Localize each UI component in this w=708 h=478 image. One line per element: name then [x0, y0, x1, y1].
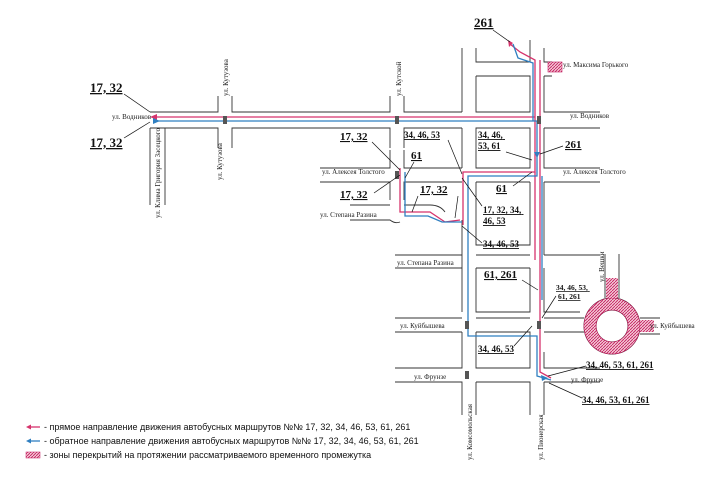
street-kutuzova-bottom: ул. Кутузова — [216, 142, 224, 180]
route-labels: 261 17, 32 17, 32 17, 32 61 17, 32 17, 3… — [90, 15, 654, 405]
street-vodnikov-left: ул. Водников — [112, 113, 152, 121]
street-alekseya-tolstogo-right: ул. Алексея Толстого — [563, 168, 626, 176]
street-vodnikov-right: ул. Водников — [570, 112, 610, 120]
street-kutuzova-top: ул. Кутузова — [222, 58, 230, 96]
street-komsomolskaya: ул. Комсомольская — [466, 403, 474, 460]
route-label: 34, 46, 53 — [478, 344, 515, 354]
route-label: 17, 32 — [90, 135, 123, 150]
backward-routes — [155, 43, 552, 381]
route-label: 17, 32 — [90, 80, 123, 95]
route-label: 34, 46, 53, 61 — [478, 130, 505, 151]
street-kuybysheva-right: ул. Куйбышева — [650, 322, 696, 330]
street-veshki: ул. Вешки — [598, 251, 606, 282]
route-label: 34, 46, 53, 61, 261 — [556, 283, 590, 301]
street-frunze-left: ул. Фрунзе — [414, 373, 446, 381]
route-label: 261 — [474, 15, 494, 30]
legend: - прямое направление движения автобусных… — [25, 422, 419, 460]
street-stepana-razina-b: ул. Степана Разина — [397, 259, 455, 267]
route-label: 61, 261 — [484, 269, 517, 281]
street-labels: ул. Водников ул. Кутузова ул. Кутузова у… — [112, 58, 696, 460]
street-maxima-gorkogo: ул. Максима Горького — [563, 61, 629, 69]
route-label: 17, 32, 34, 46, 53 — [483, 205, 524, 226]
legend-closure: - зоны перекрытий на протяжении рассматр… — [25, 450, 371, 460]
street-kuybysheva-left: ул. Куйбышева — [400, 322, 446, 330]
route-label: 34, 46, 53, 61, 261 — [582, 395, 650, 405]
route-label: 34, 46, 53, 61, 261 — [586, 360, 654, 370]
street-alekseya-tolstogo-left: ул. Алексея Толстого — [322, 168, 385, 176]
legend-closure-text: - зоны перекрытий на протяжении рассматр… — [44, 450, 371, 460]
street-klimova: ул. Клима Григория Засецкого — [154, 128, 162, 218]
street-frunze-right: ул. Фрунзе — [571, 376, 603, 384]
street-kutskoy: ул. Кутской — [395, 61, 403, 96]
legend-forward-text: - прямое направление движения автобусных… — [44, 422, 410, 432]
closure-zones — [547, 61, 654, 355]
route-label: 34, 46, 53 — [483, 239, 520, 249]
route-label: 17, 32 — [420, 184, 448, 196]
legend-backward-text: - обратное направление движения автобусн… — [44, 436, 419, 446]
route-label: 34, 46, 53 — [404, 130, 441, 140]
route-label: 61 — [411, 150, 422, 162]
forward-routes — [155, 43, 552, 379]
legend-forward: - прямое направление движения автобусных… — [26, 422, 410, 432]
legend-backward: - обратное направление движения автобусн… — [26, 436, 419, 446]
street-stepana-razina-a: ул. Степана Разина — [320, 211, 378, 219]
route-label: 261 — [565, 139, 582, 151]
route-label: 17, 32 — [340, 189, 368, 201]
route-label: 17, 32 — [340, 131, 368, 143]
street-pionerskaya: ул. Пионерская — [537, 414, 545, 460]
traffic-lights — [223, 116, 541, 379]
route-label: 61 — [496, 183, 507, 195]
